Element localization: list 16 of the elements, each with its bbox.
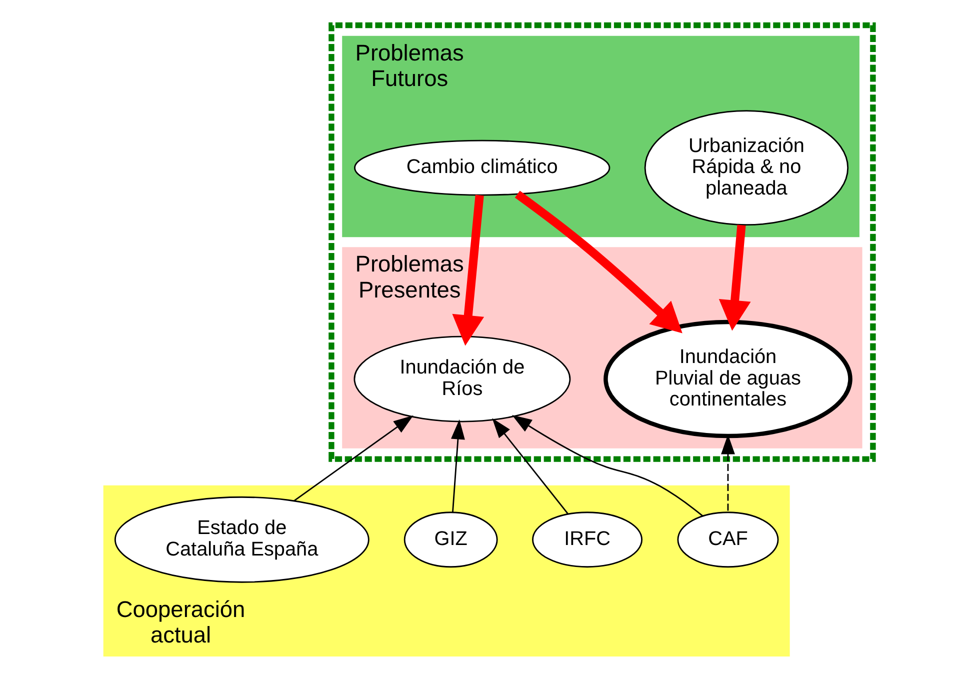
node-ellipse: Urbanización Rápida & no planeada	[644, 110, 848, 226]
arrow	[450, 419, 464, 512]
arrow	[452, 194, 484, 346]
arrow	[492, 418, 568, 514]
node-ellipse: Inundación de Ríos	[353, 336, 570, 422]
node-ellipse: GIZ	[403, 512, 498, 568]
node-ellipse: Cambio climático	[354, 140, 610, 196]
arrow	[514, 190, 682, 334]
cluster	[328, 22, 876, 462]
node-ellipse: IRFC	[532, 512, 642, 568]
node-ellipse: Inundación Pluvial de aguas continentales	[603, 320, 852, 438]
node-ellipse: CAF	[676, 512, 778, 568]
arrow	[511, 415, 703, 517]
arrow	[292, 415, 413, 502]
arrow	[718, 224, 750, 331]
node-ellipse: Estado de Cataluña España	[114, 496, 369, 583]
